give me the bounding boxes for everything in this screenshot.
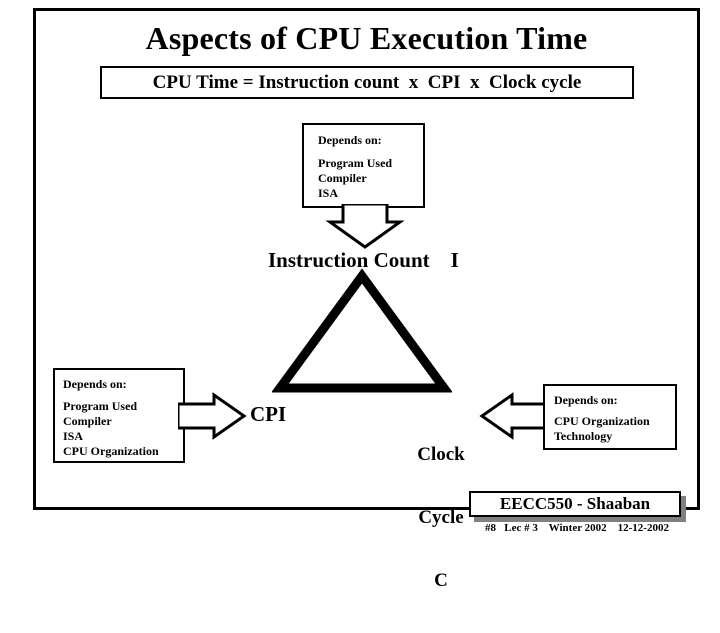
node-label-clock-cycle: Clock Cycle C	[404, 402, 478, 633]
clock-cycle-line: C	[434, 570, 448, 591]
depends-on-item: CPU Organization	[63, 444, 159, 458]
slide-canvas: Aspects of CPU Execution Time CPU Time =…	[33, 8, 700, 591]
depends-on-heading: Depends on:	[63, 377, 127, 391]
arrow-left-icon	[479, 392, 548, 440]
depends-on-item: Compiler	[63, 414, 112, 428]
depends-on-item: Program Used	[63, 399, 138, 413]
depends-on-heading: Depends on:	[318, 133, 382, 147]
node-label-instruction-count: Instruction Count I	[268, 248, 459, 272]
depends-on-box-clock-cycle: Depends on: CPU Organization Technology	[543, 384, 677, 450]
cpu-time-equation-box: CPU Time = Instruction count x CPI x Clo…	[100, 66, 634, 99]
footer-course-box: EECC550 - Shaaban	[469, 491, 681, 517]
depends-on-item: ISA	[318, 186, 339, 200]
clock-cycle-line: Clock	[417, 444, 465, 465]
node-label-cpi: CPI	[250, 402, 287, 426]
depends-on-heading: Depends on:	[554, 393, 618, 407]
arrow-down-icon	[325, 204, 405, 249]
depends-on-item: Technology	[554, 429, 613, 443]
execution-time-triangle	[272, 268, 452, 393]
depends-on-box-cpi: Depends on: Program Used Compiler ISA CP…	[53, 368, 185, 463]
footer-course-text: EECC550 - Shaaban	[499, 494, 651, 513]
arrow-right-icon	[178, 392, 247, 440]
depends-on-item: ISA	[63, 429, 84, 443]
footer-meta: #8 Lec # 3 Winter 2002 12-12-2002	[485, 522, 669, 534]
cpu-time-equation-text: CPU Time = Instruction count x CPI x Clo…	[152, 71, 582, 93]
clock-cycle-line: Cycle	[418, 507, 464, 528]
depends-on-item: CPU Organization	[554, 414, 650, 428]
page-title: Aspects of CPU Execution Time	[145, 20, 588, 56]
depends-on-item: Compiler	[318, 171, 367, 185]
slide-border	[33, 8, 700, 510]
depends-on-item: Program Used	[318, 156, 393, 170]
depends-on-box-instruction-count: Depends on: Program Used Compiler ISA	[302, 123, 425, 208]
